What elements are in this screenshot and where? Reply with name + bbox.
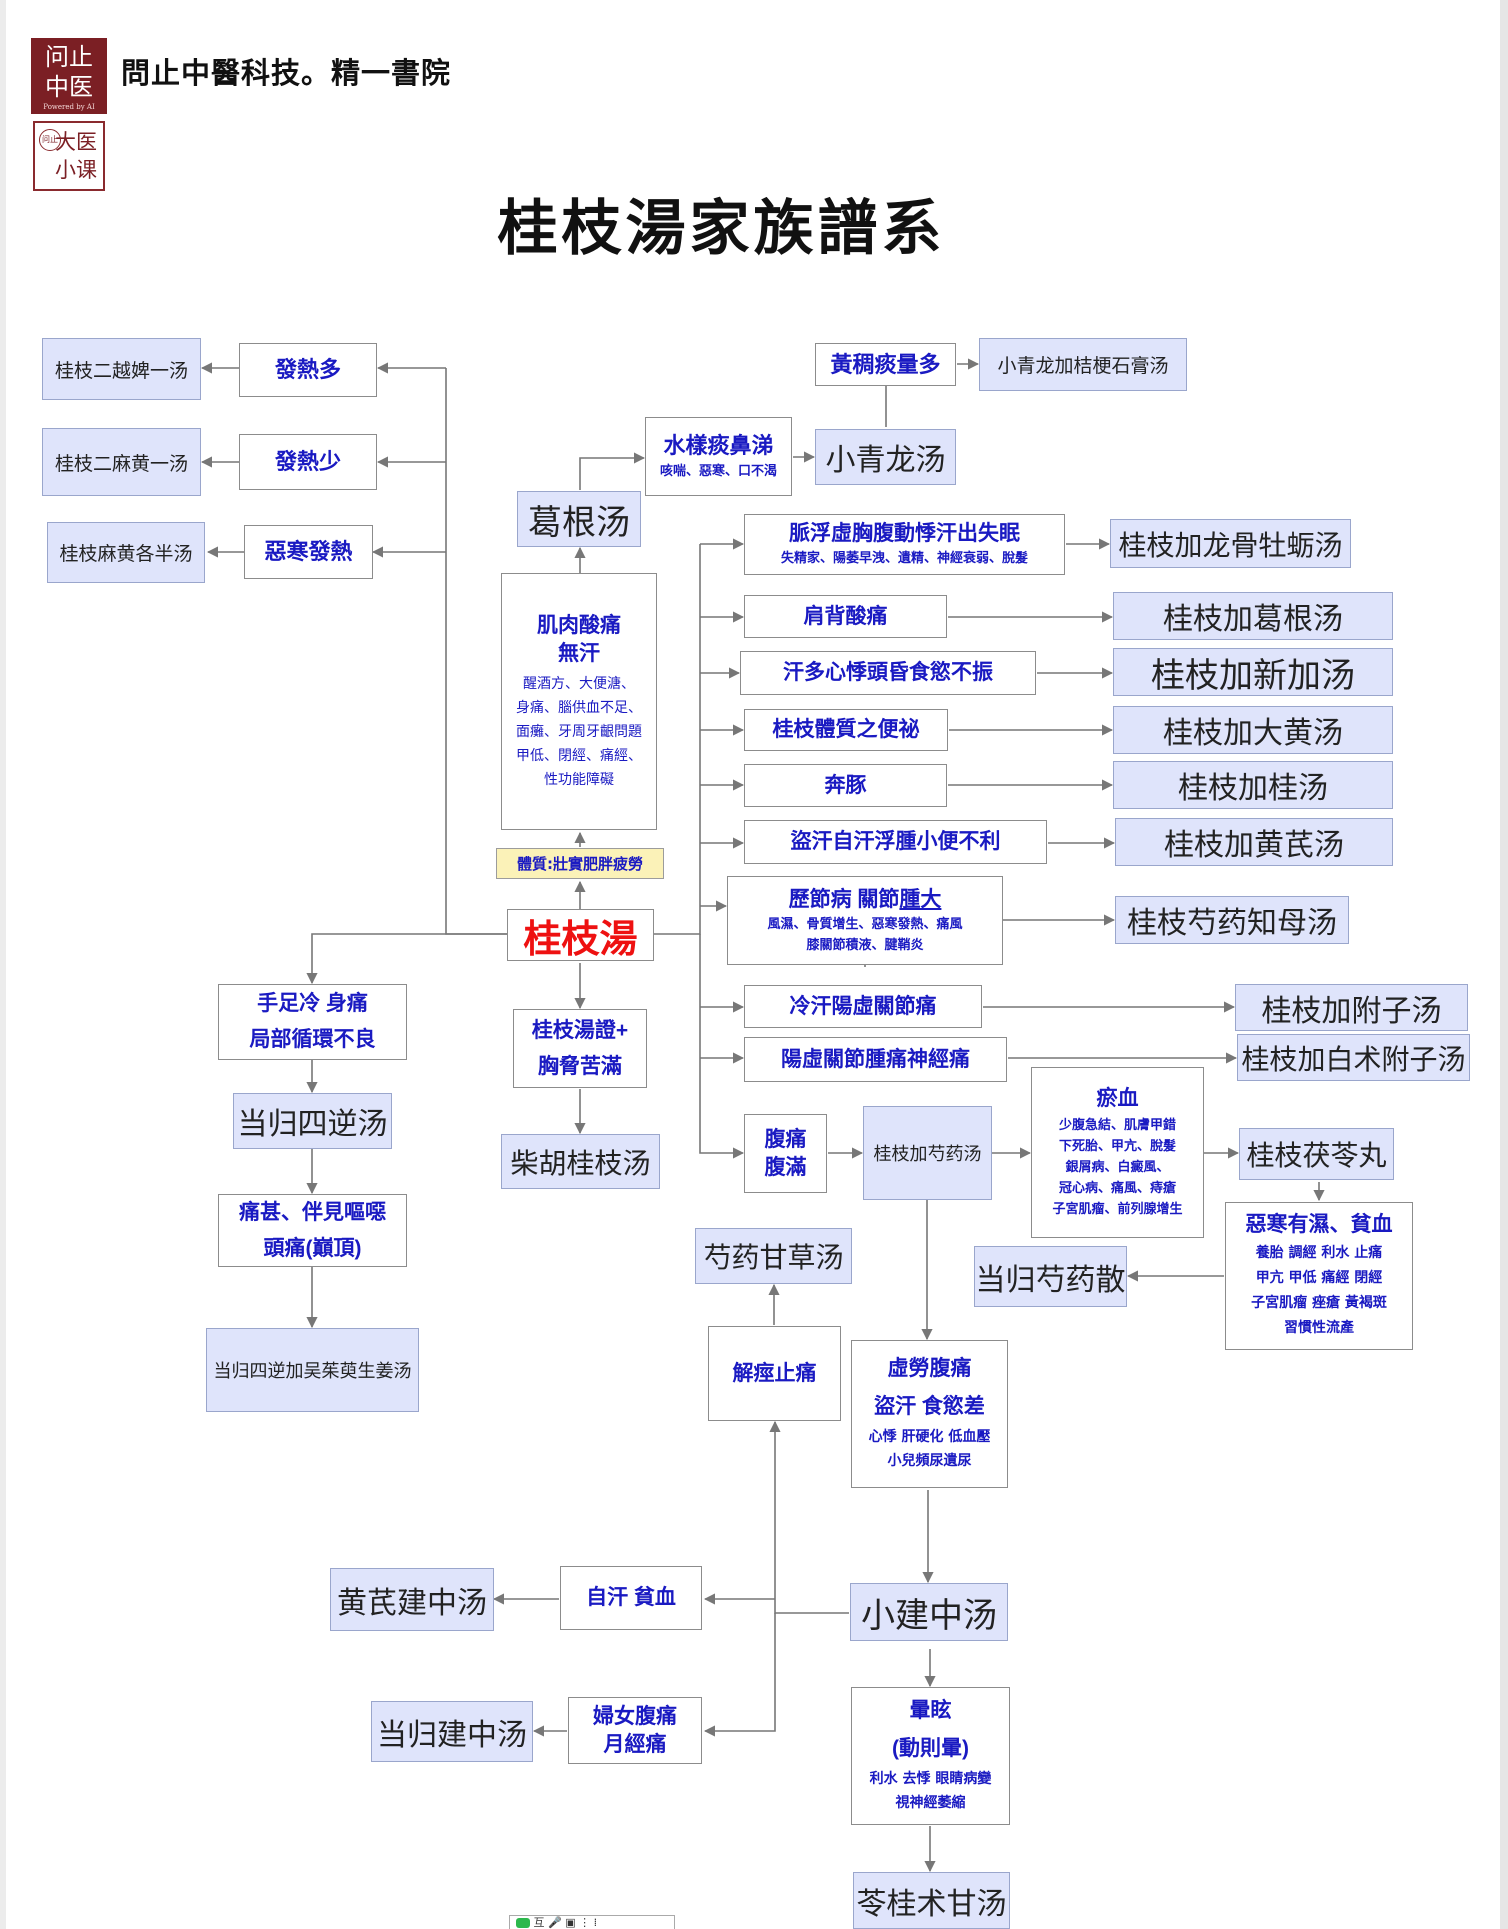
cond-yang-deficiency-neuralgia: 陽虛關節腫痛神經痛 [744,1037,1007,1082]
formula-danggui-shaoyao-san: 当归芍药散 [974,1246,1127,1307]
joint-swelling-link[interactable]: 腫大 [899,887,942,911]
formula-xiaoqinglong-tang: 小青龙汤 [815,429,956,485]
cond-sweat-palpitation-dizzy: 汗多心悸頭昏食慾不振 [740,651,1036,695]
formula-guizhi-mahuang-gebanbang: 桂枝麻黄各半汤 [47,522,205,583]
cond-shoulder-back-ache: 肩背酸痛 [744,595,947,638]
seal-icon: 问止 [39,129,61,151]
cond-fever-more: 發熱多 [239,343,377,397]
formula-gegen-tang: 葛根汤 [517,491,641,547]
cond-dizziness: 暈眩 (動則暈) 利水 去悸 眼睛病變 視神經萎縮 [851,1687,1010,1825]
cond-fever-less: 發熱少 [239,434,377,490]
cond-belly-pain-fullness: 腹痛 腹滿 [744,1114,827,1193]
cond-bentun: 奔豚 [744,764,947,807]
formula-guizhi-fuling-wan: 桂枝茯苓丸 [1239,1128,1394,1180]
formula-guizhi-shaoyao: 桂枝加芍药汤 [863,1106,992,1200]
formula-guizhi-xinjia: 桂枝加新加汤 [1113,648,1393,696]
formula-xiaoqinglong-jiejie-shigao: 小青龙加桔梗石膏汤 [979,338,1187,391]
logo-dayi-xiaoke: 问止 大医 小课 [33,121,105,191]
cond-night-sweat-edema: 盜汗自汗浮腫小便不利 [744,820,1047,864]
cond-spontaneous-sweat-anemia: 自汗 貧血 [560,1566,702,1630]
formula-guizhi-gui: 桂枝加桂汤 [1113,761,1393,809]
left-edge [0,0,6,1929]
floating-toolbar[interactable]: 互 🎤 ▣ ⋮ ⁞ [509,1915,675,1929]
cond-aversion-cold-fever: 惡寒發熱 [244,525,373,579]
org-name: 問止中醫科技。精一書院 [121,56,452,90]
constitution-badge: 體質:壯實肥胖疲勞 [496,848,664,879]
cond-muscle-ache: 肌肉酸痛 無汗 醒酒方、大便溏、 身痛、腦供血不足、 面癱、牙周牙齦問題 甲低、… [501,573,657,830]
cond-severe-pain-nausea: 痛甚、伴見嘔噁 頭痛(巔頂) [218,1194,407,1267]
cond-joint-swelling: 歷節病 關節腫大 風濕、骨質增生、惡寒發熱、痛風 膝關節積液、腱鞘炎 [727,876,1003,965]
formula-danggui-sini-wuzhuyu-shengjiang: 当归四逆加吴茱萸生姜汤 [206,1328,419,1412]
cond-cold-sweat-joint-pain: 冷汗陽虛關節痛 [744,985,982,1028]
formula-huangqi-jianzhong-tang: 黄芪建中汤 [330,1568,494,1631]
cond-blood-stasis: 瘀血 少腹急結、肌膚甲錯 下死胎、甲亢、脫髮 銀屑病、白癜風、 冠心病、痛風、痔… [1031,1067,1204,1238]
formula-guizhi-longgu-muli: 桂枝加龙骨牡蛎汤 [1110,519,1351,568]
scrollbar[interactable] [1500,0,1508,1929]
logo-wenzhi: 问止 中医 Powered by AI [31,38,107,114]
formula-guizhi-baizhu-fuzi: 桂枝加白术附子汤 [1237,1034,1470,1081]
cond-yellow-thick-phlegm: 黃稠痰量多 [815,343,956,386]
cond-chest-hypochondrium: 桂枝湯證+ 胸脅苦滿 [513,1009,647,1088]
wechat-icon[interactable] [516,1918,530,1928]
formula-xiaojianzhong-tang: 小建中汤 [850,1583,1008,1641]
formula-chaihu-guizhi-tang: 柴胡桂枝汤 [501,1134,660,1189]
center-guizhi-tang: 桂枝湯 [507,909,654,961]
formula-guizhi-gegen: 桂枝加葛根汤 [1113,592,1393,640]
formula-danggui-sini-tang: 当归四逆汤 [233,1093,392,1149]
cond-cold-limbs: 手足冷 身痛 局部循環不良 [218,984,407,1060]
formula-guizhi-fuzi: 桂枝加附子汤 [1235,984,1468,1031]
cond-cold-damp-anemia: 惡寒有濕、貧血 養胎 調經 利水 止痛 甲亢 甲低 痛經 閉經 子宮肌瘤 痤瘡 … [1225,1202,1413,1350]
formula-guizhi-shaoyao-zhimu: 桂枝芍药知母汤 [1115,896,1349,944]
formula-linggui-zhugan-tang: 苓桂术甘汤 [853,1872,1010,1929]
formula-danggui-jianzhong-tang: 当归建中汤 [371,1701,533,1762]
formula-guizhi-er-yuebi-yi: 桂枝二越婢一汤 [42,338,201,400]
formula-guizhi-dahuang: 桂枝加大黄汤 [1113,706,1393,754]
formula-guizhi-huangqi: 桂枝加黄芪汤 [1115,818,1393,866]
formula-shaoyao-gancao-tang: 芍药甘草汤 [695,1228,852,1284]
cond-pulse-floating-palpitation: 脈浮虛胸腹動悸汗出失眠 失精家、陽萎早洩、遺精、神經衰弱、脫髮 [744,514,1065,575]
page-title: 桂枝湯家族譜系 [497,194,946,264]
formula-guizhi-er-mahuang-yi: 桂枝二麻黄一汤 [42,428,201,496]
cond-deficiency-belly-pain: 虛勞腹痛 盜汗 食慾差 心悸 肝硬化 低血壓 小兒頻尿遺尿 [851,1340,1008,1488]
cond-relieve-spasm-pain: 解痙止痛 [708,1326,841,1421]
cond-watery-phlegm: 水樣痰鼻涕 咳喘、惡寒、口不渴 [645,417,792,496]
cond-women-belly-pain: 婦女腹痛 月經痛 [568,1697,702,1764]
cond-constipation: 桂枝體質之便祕 [744,709,948,751]
